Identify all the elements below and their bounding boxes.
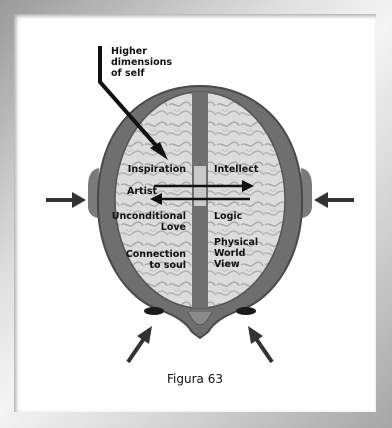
bottom-left-arrow-shaft bbox=[128, 337, 145, 362]
left-eye bbox=[144, 307, 164, 315]
label-unconditional: Unconditional bbox=[112, 211, 186, 222]
label-to-soul: to soul bbox=[149, 260, 186, 271]
label-view: View bbox=[214, 259, 240, 270]
figure-caption: Figura 63 bbox=[0, 372, 390, 386]
bottom-right-arrow-head bbox=[248, 326, 263, 344]
label-connection: Connection bbox=[126, 249, 186, 260]
bottom-left-arrow-head bbox=[137, 326, 152, 344]
label-logic: Logic bbox=[214, 211, 242, 222]
label-artist: Artist bbox=[127, 186, 157, 197]
bottom-right-arrow-shaft bbox=[255, 337, 272, 362]
label-world: World bbox=[214, 248, 245, 259]
callout-line-2: dimensions bbox=[111, 57, 172, 68]
right-eye bbox=[236, 307, 256, 315]
callout-line-1: Higher bbox=[111, 46, 147, 57]
label-love: Love bbox=[161, 222, 186, 233]
label-intellect: Intellect bbox=[214, 164, 259, 175]
left-side-arrow-head bbox=[72, 192, 86, 208]
callout-line-3: of self bbox=[111, 68, 145, 79]
label-inspiration: Inspiration bbox=[128, 164, 186, 175]
label-physical: Physical bbox=[214, 237, 258, 248]
right-side-arrow-head bbox=[314, 192, 328, 208]
